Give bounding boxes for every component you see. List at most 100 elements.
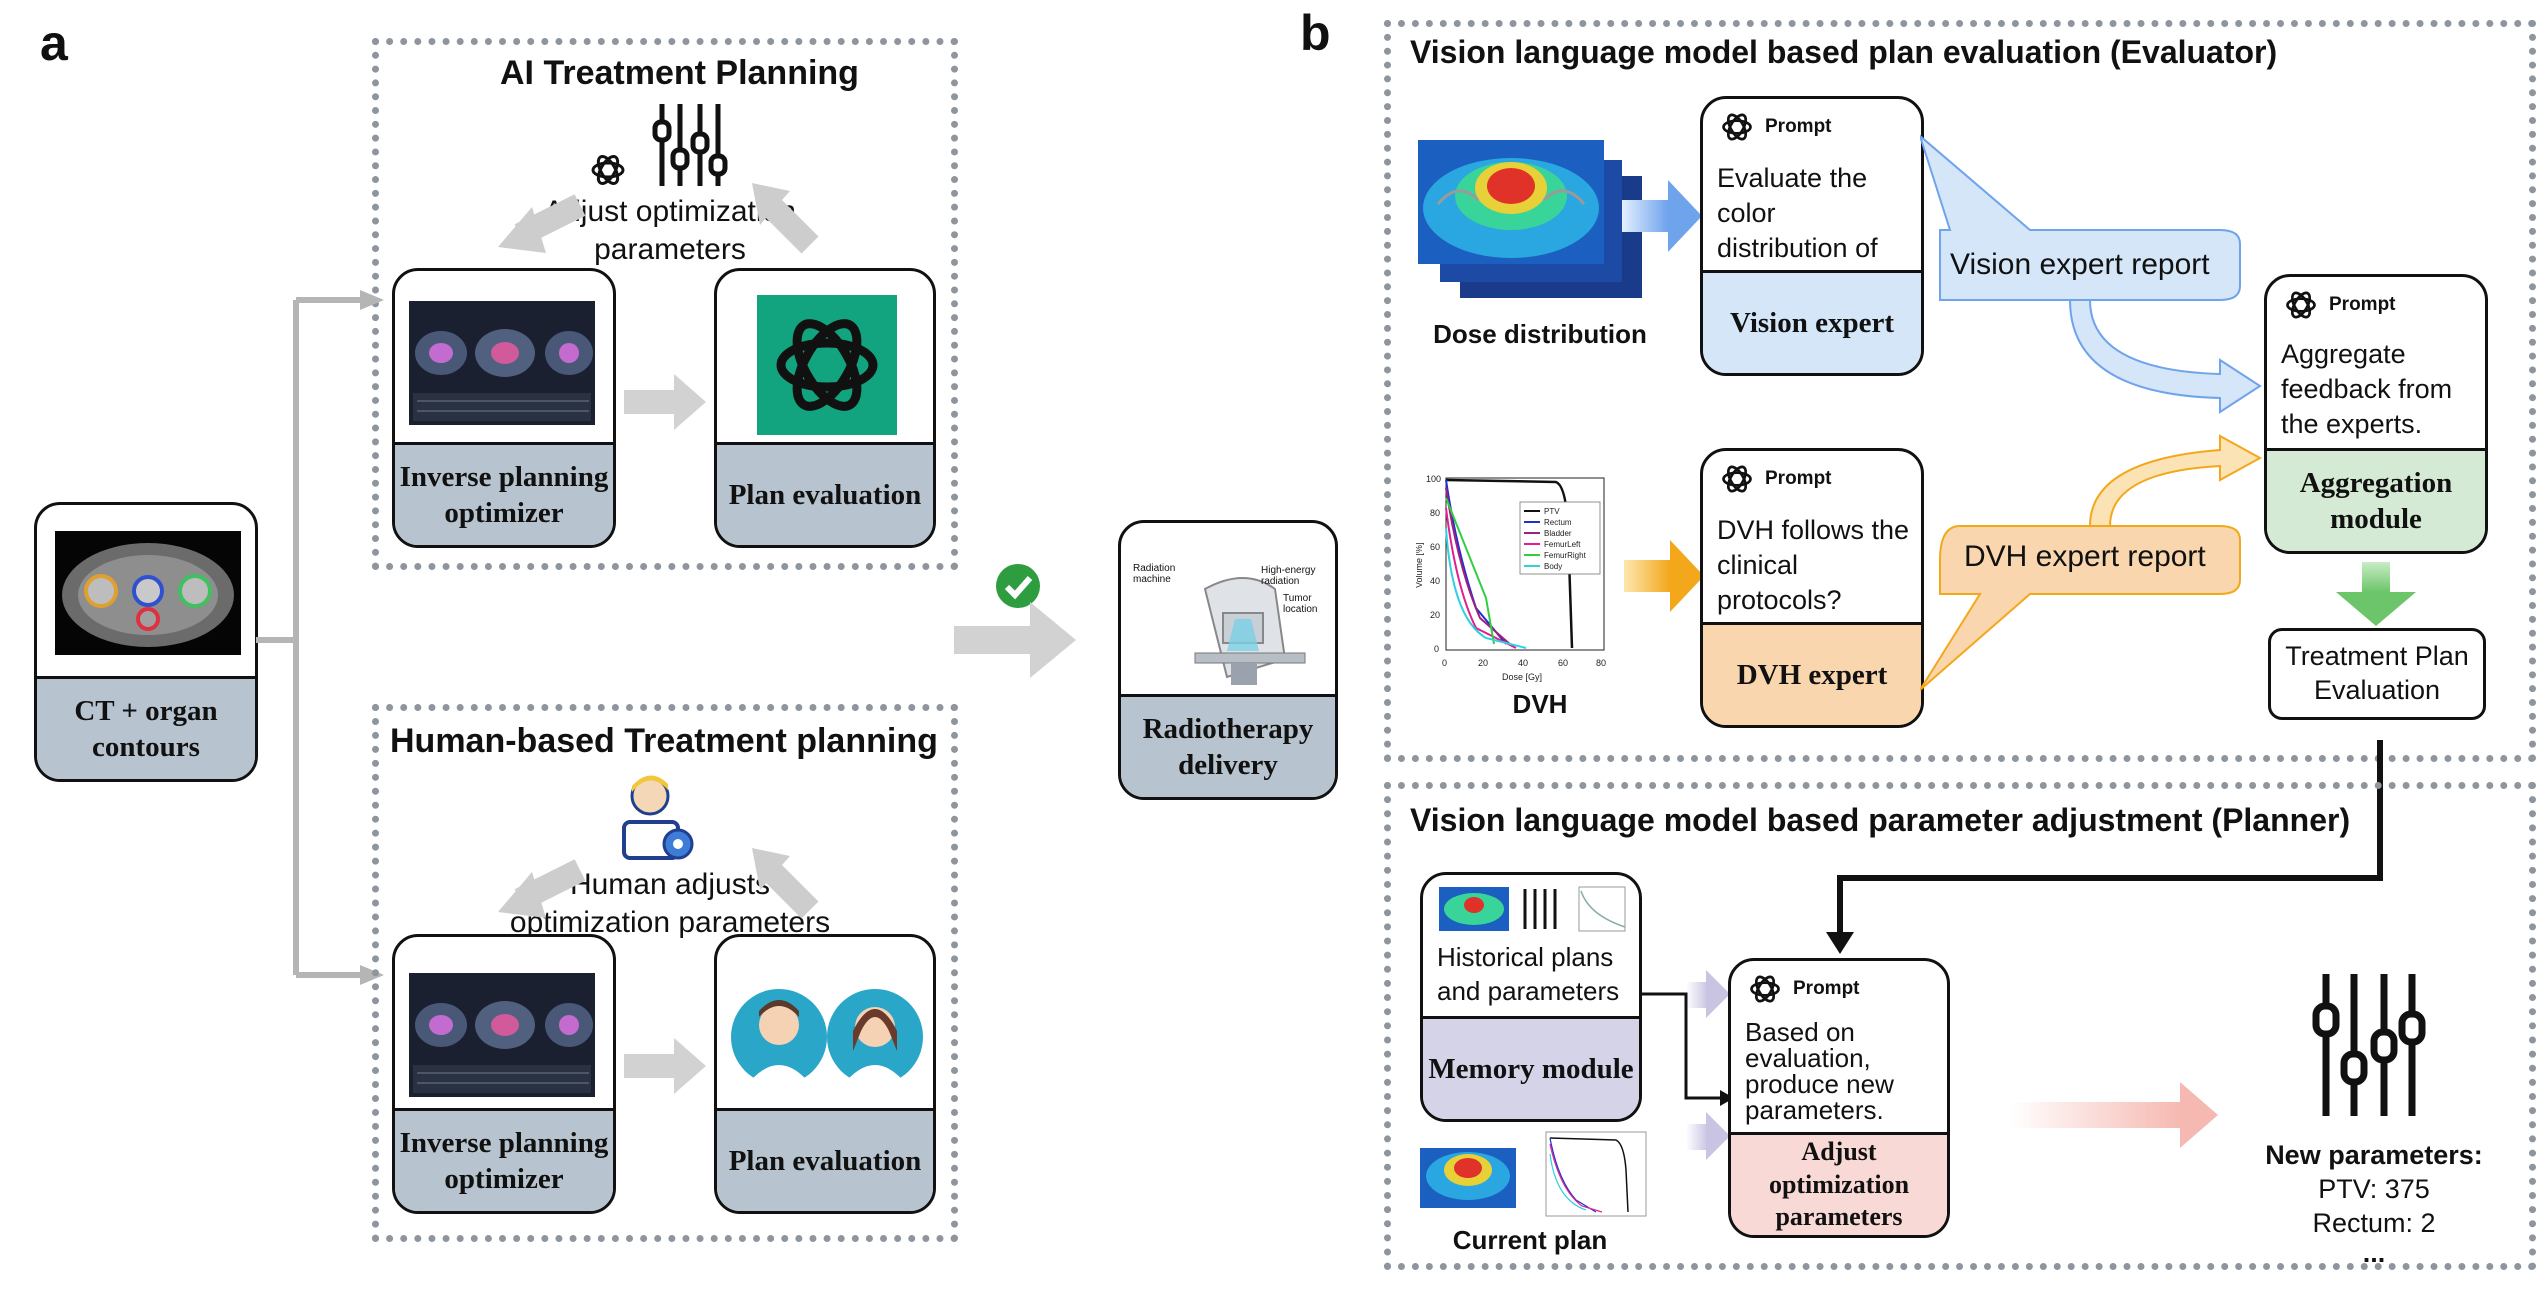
current-plan-label: Current plan — [1452, 1225, 1608, 1255]
openai-icon — [1750, 975, 1780, 1003]
dvh-y-tick: 40 — [1430, 576, 1440, 586]
planner-box — [1384, 782, 2536, 1270]
dvh-report-callout — [1920, 434, 2263, 691]
dvh-label: DVH — [1512, 689, 1568, 719]
to-delivery-arrow — [954, 602, 1076, 678]
memory-module-card: Historical plans and parameters Memory m… — [1420, 872, 1642, 1122]
dvh-curve-body — [1445, 527, 1527, 649]
dvh-report-label: DVH expert report — [1964, 540, 2206, 573]
planner-to-params-arrow — [2010, 1082, 2218, 1148]
dvh-x-tick: 20 — [1478, 658, 1488, 668]
dvh-x-tick: 0 — [1442, 658, 1447, 668]
ct-card: CT + organ contours — [34, 502, 258, 782]
dvh-y-tick: 0 — [1434, 644, 1439, 654]
openai-icon — [1722, 113, 1752, 141]
dose-distribution-label: Dose distribution — [1433, 319, 1647, 349]
ct-label: CT + organ contours — [37, 676, 255, 779]
ai-evaluation-label: Plan evaluation — [717, 442, 933, 545]
human-flow-arrow — [624, 1038, 706, 1094]
vision-expert-card: Prompt Evaluate the color distribution o… — [1700, 96, 1924, 376]
dvh-y-tick: 100 — [1426, 474, 1441, 484]
ai-planning-title: AI Treatment Planning — [500, 54, 859, 92]
openai-icon — [1722, 465, 1752, 493]
dvh-curve-femurleft — [1445, 507, 1517, 649]
ai-flow-arrow — [624, 374, 706, 430]
openai-icon — [2286, 291, 2316, 319]
panel-a-letter: a — [40, 15, 68, 71]
openai-logo — [757, 295, 897, 435]
planner-prompt-header: Prompt — [1747, 971, 1860, 1007]
delivery-label: Radiotherapy delivery — [1121, 694, 1335, 797]
vision-report-callout — [1920, 134, 2262, 414]
param-ptv: PTV: 375 — [2318, 1174, 2430, 1204]
dvh-x-tick: 60 — [1558, 658, 1568, 668]
sliders-icon — [652, 104, 728, 186]
aggregate-prompt-text: Aggregate feedback from the experts. — [2281, 339, 2453, 440]
human-evaluation-card: Plan evaluation — [714, 934, 936, 1214]
check-icon — [996, 564, 1040, 608]
evaluation-to-planner-arrow — [1826, 740, 2383, 954]
treatment-plan-evaluation-box: Treatment Plan Evaluation — [2268, 628, 2486, 720]
openai-icon — [591, 155, 625, 185]
linac-machine-icon — [1194, 577, 1306, 685]
memory-module-label: Memory module — [1423, 1016, 1639, 1119]
dvh-expert-card: Prompt DVH follows the clinical protocol… — [1700, 448, 1924, 728]
prompt-label: Prompt — [1765, 116, 1832, 137]
dvh-y-tick: 80 — [1430, 508, 1440, 518]
ai-evaluation-card: Plan evaluation — [714, 268, 936, 548]
dvh-chart: 100 80 60 40 20 0 0 20 40 60 80 Dose [Gy… — [1416, 474, 1606, 682]
human-planning-box — [372, 704, 958, 1242]
ai-feedback-arrows — [498, 183, 819, 254]
dvh-legend-item: Body — [1544, 562, 1562, 571]
dvh-x-tick: 80 — [1596, 658, 1606, 668]
optimizer-screenshot — [409, 973, 595, 1097]
ai-planning-box — [372, 38, 958, 570]
human-optimizer-card: Inverse planning optimizer — [392, 934, 616, 1214]
human-planning-title: Human-based Treatment planning — [390, 722, 938, 760]
radiation-label: High-energy radiation — [1261, 565, 1316, 587]
new-params-sliders-icon — [2312, 974, 2426, 1116]
memory-thumbnails — [1439, 886, 1626, 932]
evaluator-title: Vision language model based plan evaluat… — [1410, 34, 2278, 70]
dvh-prompt-header: Prompt — [1719, 461, 1832, 497]
human-evaluation-label: Plan evaluation — [717, 1108, 933, 1211]
planner-title: Vision language model based parameter ad… — [1410, 802, 2351, 838]
machine-label: Radiation machine — [1133, 563, 1176, 585]
human-optimizer-label: Inverse planning optimizer — [395, 1108, 613, 1211]
prompt-label: Prompt — [1765, 468, 1832, 489]
adjust-module-label: Adjust optimization parameters — [1731, 1132, 1947, 1235]
dvh-x-tick: 40 — [1518, 658, 1528, 668]
aggregate-prompt-header: Prompt — [2283, 287, 2396, 323]
ai-optimizer-label: Inverse planning optimizer — [395, 442, 613, 545]
panel-b-letter: b — [1300, 5, 1331, 61]
historical-text: Historical plans and parameters — [1437, 942, 1620, 1006]
dvh-curve-femurright — [1445, 497, 1495, 645]
dvh-legend-item: Rectum — [1544, 518, 1572, 527]
dvh-legend-item: FemurLeft — [1544, 540, 1581, 549]
ct-image — [55, 531, 241, 655]
memory-to-planner-arrows — [1642, 970, 1732, 1160]
param-rectum: Rectum: 2 — [2312, 1208, 2436, 1238]
aggregation-card: Prompt Aggregate feedback from the exper… — [2264, 274, 2488, 554]
dvh-legend — [1519, 501, 1601, 575]
evaluator-box — [1384, 20, 2536, 762]
new-params-title: New parameters: — [2265, 1140, 2483, 1170]
dvh-y-tick: 60 — [1430, 542, 1440, 552]
dvh-y-axis-label: Volume [%] — [1416, 542, 1424, 588]
prompt-label: Prompt — [1793, 978, 1860, 999]
param-ellipsis: ... — [2362, 1238, 2386, 1268]
ai-optimizer-card: Inverse planning optimizer — [392, 268, 616, 548]
ai-adjust-label: Adjust optimization parameters — [544, 195, 796, 266]
delivery-card: Radiation machine High-energy radiation … — [1118, 520, 1338, 800]
planner-card: Prompt Based on evaluation, produce new … — [1728, 958, 1950, 1238]
vision-report-label: Vision expert report — [1950, 248, 2210, 281]
human-adjust-label: Human adjusts optimization parameters — [509, 868, 831, 939]
vision-expert-label: Vision expert — [1703, 270, 1921, 373]
dvh-legend-item: Bladder — [1544, 529, 1572, 538]
dvh-legend-item: PTV — [1544, 507, 1560, 516]
ct-branch-arrows — [256, 290, 384, 985]
human-feedback-arrows — [498, 848, 819, 919]
doctors-icon — [731, 989, 923, 1085]
dose-distribution-image — [1418, 140, 1642, 298]
dose-to-vision-arrow — [1622, 180, 1702, 252]
